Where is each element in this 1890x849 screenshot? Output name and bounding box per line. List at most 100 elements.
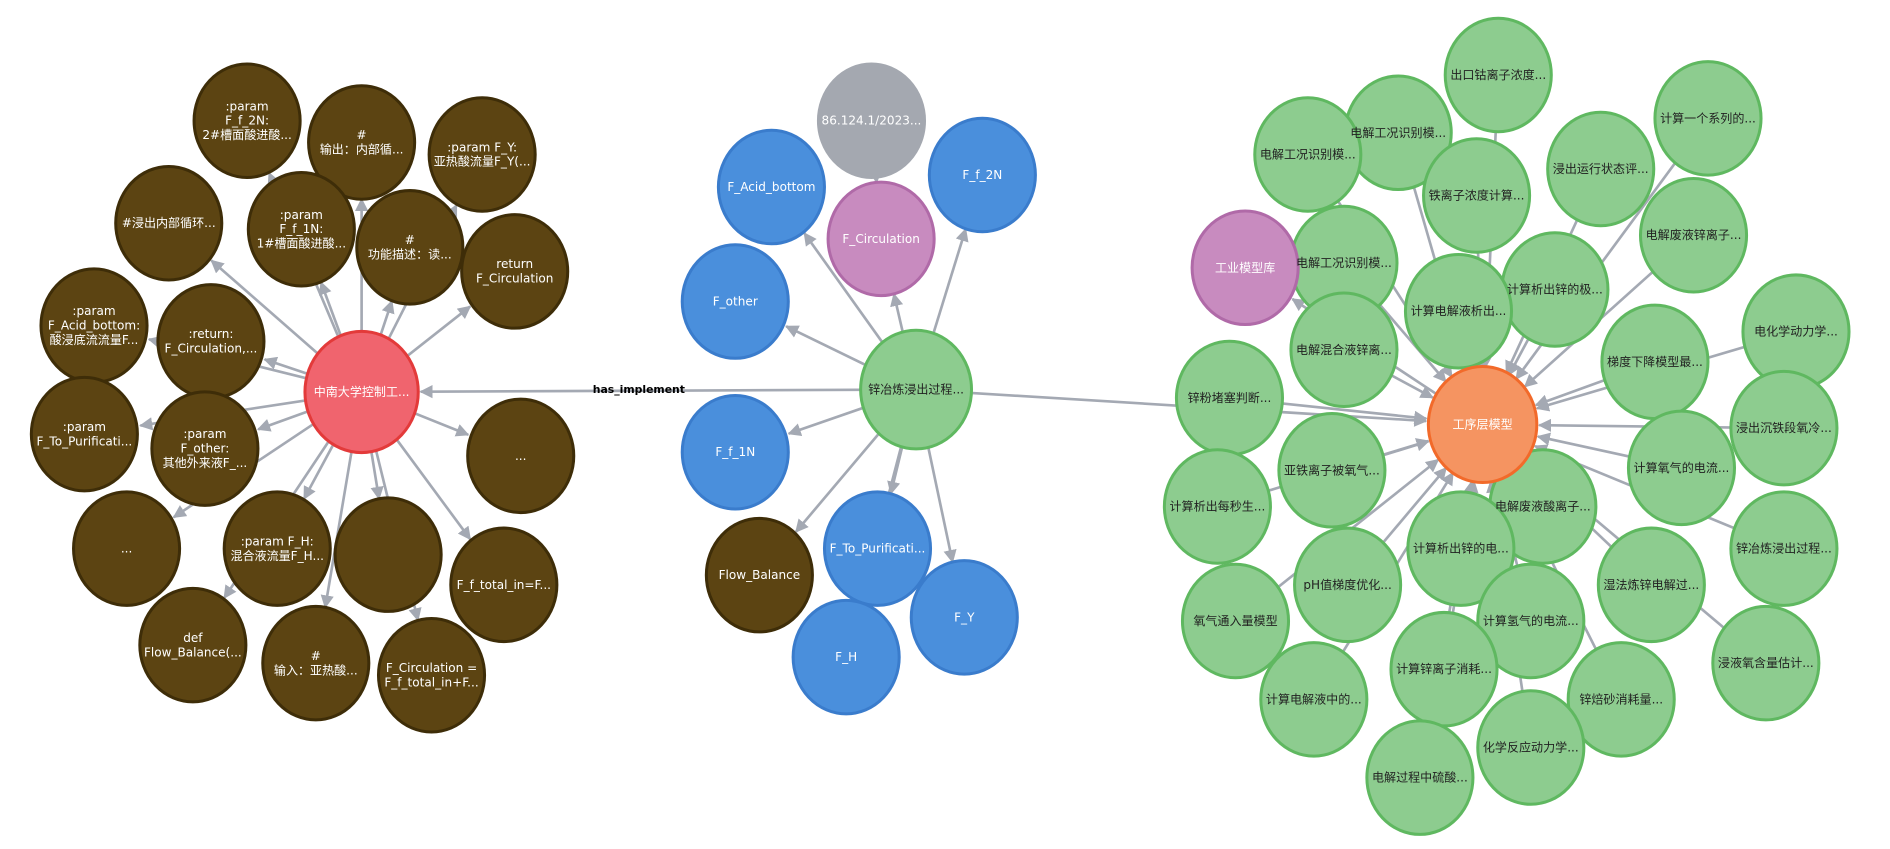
node-label: 铁离子浓度计算... [1429, 187, 1525, 202]
code-node[interactable] [114, 164, 224, 282]
node-label: 计算析出锌的极... [1507, 281, 1603, 296]
node-label: F_H [835, 650, 857, 664]
model-node[interactable] [1476, 562, 1586, 680]
variable-node[interactable] [927, 116, 1037, 234]
root-node[interactable] [303, 329, 420, 455]
model-node[interactable] [1422, 137, 1532, 254]
variable-node[interactable] [716, 128, 826, 246]
variable-node[interactable] [704, 516, 814, 634]
model-node[interactable] [1277, 412, 1387, 529]
model-node[interactable] [1546, 110, 1656, 228]
variable-node[interactable] [822, 490, 933, 607]
node-label: 锌冶炼浸出过程... [1736, 540, 1832, 555]
model-node[interactable] [1180, 562, 1291, 680]
model-node[interactable] [1596, 526, 1706, 644]
model-node[interactable] [1403, 252, 1514, 370]
variable-node[interactable] [680, 243, 790, 360]
edge-label-has-implement: has_implement [593, 383, 685, 396]
node-label: 湿法炼锌电解过... [1603, 576, 1699, 591]
node-label: 电化学动力学... [1754, 323, 1838, 338]
code-node[interactable] [355, 189, 465, 306]
code-node[interactable] [192, 62, 302, 180]
model-node[interactable] [1406, 490, 1516, 607]
node-label: 电解废液锌离子... [1646, 227, 1742, 242]
code-node[interactable] [246, 170, 356, 288]
node-label: F_f_total_in=F... [457, 577, 551, 591]
node-label: 中南大学控制工... [314, 383, 410, 398]
node-label: 计算电解液中的... [1266, 691, 1362, 706]
node-label: 锌焙砂消耗量... [1579, 691, 1663, 706]
variable-node[interactable] [816, 62, 927, 180]
model-node[interactable] [1653, 60, 1763, 177]
process-layer-hub-node[interactable] [1426, 364, 1539, 485]
node-label: 电解混合液锌离... [1296, 341, 1392, 356]
node-label: 锌冶炼浸出过程... [868, 381, 964, 396]
model-node[interactable] [1289, 291, 1399, 409]
code-node[interactable] [427, 96, 537, 213]
node-label: ... [121, 541, 133, 555]
code-node[interactable] [261, 604, 371, 722]
code-node[interactable] [376, 616, 487, 734]
edge-labels-layer: has_implement [593, 383, 685, 396]
code-node[interactable] [72, 490, 182, 607]
model-node[interactable] [1729, 490, 1839, 607]
node-label: 梯度下降模型最... [1607, 353, 1703, 368]
node-label: pH值梯度优化... [1303, 576, 1391, 591]
node-label: F_To_Purificati... [830, 541, 926, 555]
model-node[interactable] [1162, 448, 1272, 565]
node-label: 计算析出每秒生... [1169, 498, 1265, 513]
variable-node[interactable] [791, 598, 901, 716]
code-node[interactable] [29, 375, 139, 493]
relationship-edge[interactable] [419, 385, 917, 399]
code-node[interactable] [222, 490, 332, 607]
node-label: Flow_Balance [719, 568, 801, 582]
node-label: 电解废液酸离子... [1495, 498, 1591, 513]
variable-node[interactable] [680, 393, 790, 511]
node-label: 86.124.1/2023... [822, 113, 922, 127]
code-node[interactable] [333, 496, 443, 613]
model-node[interactable] [1253, 96, 1363, 213]
node-label: 亚铁离子被氧气... [1284, 462, 1380, 477]
variable-node[interactable] [826, 180, 936, 298]
process-hub-node[interactable] [859, 328, 974, 451]
node-label: 计算一个系列的... [1660, 110, 1756, 125]
node-label: 计算锌离子消耗... [1396, 661, 1492, 676]
model-node[interactable] [1293, 526, 1403, 644]
model-node[interactable] [1443, 16, 1553, 134]
model-node[interactable] [1711, 604, 1821, 722]
node-label: 电解工况识别模... [1260, 147, 1356, 161]
node-label: 化学反应动力学... [1483, 739, 1579, 754]
code-node[interactable] [307, 84, 417, 201]
node-label: 计算氢气的电流... [1483, 612, 1579, 627]
nodes-layer [29, 16, 1851, 836]
model-node[interactable] [1566, 641, 1676, 758]
model-library-node[interactable] [1190, 209, 1300, 327]
code-node[interactable] [466, 397, 576, 515]
model-node[interactable] [1365, 719, 1475, 836]
code-node[interactable] [150, 390, 260, 507]
model-node[interactable] [1638, 177, 1749, 294]
model-node[interactable] [1476, 689, 1586, 806]
model-node[interactable] [1729, 369, 1839, 487]
model-node[interactable] [1626, 409, 1737, 527]
node-label: 电解工况识别模... [1350, 125, 1446, 139]
node-label: 浸出沉铁段氧冷... [1736, 420, 1832, 435]
code-node[interactable] [138, 586, 248, 704]
node-label: F_other [713, 294, 758, 308]
code-node[interactable] [460, 213, 570, 330]
node-label: 工业模型库 [1215, 259, 1275, 274]
variable-node[interactable] [909, 559, 1019, 676]
model-node[interactable] [1259, 641, 1369, 758]
code-node[interactable] [449, 526, 559, 644]
node-label: F_Acid_bottom [727, 180, 815, 194]
node-label: 计算析出锌的电... [1413, 540, 1509, 555]
node-label: F_Circulation [842, 231, 919, 245]
